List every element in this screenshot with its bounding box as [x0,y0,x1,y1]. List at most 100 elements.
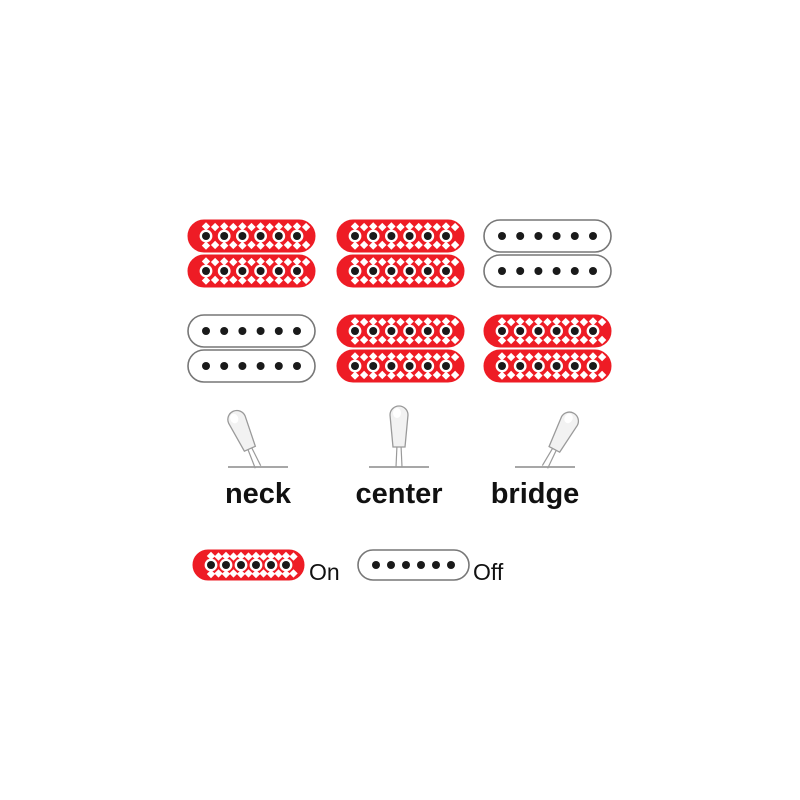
pole-piece [252,561,260,569]
coil-body [336,349,465,383]
diamond-mark [441,241,451,250]
lever-handle [227,409,262,469]
pole-piece [274,267,283,275]
lever-handle [541,411,580,469]
diamond-mark [229,240,238,250]
switch-lever-center [369,405,429,468]
diamond-mark [265,222,274,232]
diamond-mark [220,222,229,231]
diamond-mark [396,275,405,285]
diamond-mark [359,317,369,327]
diamond-mark [597,352,607,362]
pole-piece [552,362,561,370]
coil-body [483,254,612,288]
pole-piece [387,362,396,370]
diamond-mark [432,317,442,327]
diamond-mark [423,241,432,250]
diamond-mark [414,222,423,232]
diamond-mark [450,257,460,267]
diamond-mark [359,370,369,380]
diamond-mark [236,551,246,561]
diamond-mark [210,240,220,250]
coil-body [483,349,612,383]
diamond-mark [387,241,396,250]
diamond-mark [450,352,460,362]
diamond-mark [561,352,570,362]
diamond-mark [247,275,256,285]
pole-piece [282,561,290,569]
diamond-mark [274,222,283,231]
diamond-mark [301,275,311,285]
diamond-mark [543,370,552,380]
diamond-mark [387,317,396,326]
diamond-mark [387,371,396,380]
diamond-mark [506,370,516,380]
pole-piece [267,561,275,569]
pole-piece [432,561,440,569]
coil-bottom-b-neck [187,349,316,383]
diamond-mark [359,257,369,267]
diamond-mark [387,352,396,361]
diamond-mark [588,317,598,326]
diamond-mark [497,371,507,380]
pole-piece [274,327,283,335]
diamond-mark [579,370,589,380]
diamond-mark [359,335,369,345]
diamond-mark [516,336,525,345]
diamond-mark [256,241,265,250]
pole-piece [369,362,378,370]
coil-top-a-center [336,219,465,253]
diamond-mark [597,317,607,327]
diamond-mark [238,222,247,231]
diamond-mark [552,317,561,326]
lever-highlight [230,413,239,424]
position-label-bridge: bridge [491,478,580,510]
diamond-mark [210,275,220,285]
lever-handle [389,405,409,468]
pole-piece [589,362,597,370]
diamond-mark [206,551,216,561]
pole-piece [293,362,301,370]
pole-piece [207,561,215,569]
pole-piece [369,327,378,335]
switch-levers [227,405,580,469]
pole-piece [387,561,395,569]
pole-piece [534,362,543,370]
diamond-mark [369,222,378,231]
coil-body [336,254,465,288]
pole-piece [447,561,455,569]
diamond-mark [414,317,423,327]
diamond-mark [525,335,534,345]
diamond-mark [441,222,451,231]
diamond-mark [432,370,442,380]
diamond-mark [210,222,220,232]
pole-piece [202,327,210,335]
diamond-mark [274,257,283,266]
diamond-mark [396,317,405,327]
diamond-mark [534,352,543,361]
pole-piece [570,327,579,335]
diamond-mark [292,257,302,266]
diamond-mark [350,241,360,250]
pole-piece [387,267,396,275]
pole-piece [534,232,543,240]
diamond-mark [281,569,291,579]
diamond-mark [516,352,525,361]
diamond-mark [259,569,268,578]
pole-piece [238,232,247,240]
pole-piece [274,362,283,370]
pole-piece [423,327,432,335]
diamond-mark [238,241,247,250]
diamond-mark [516,371,525,380]
legend-off-label: Off [473,559,504,585]
pole-piece [423,267,432,275]
diamond-mark [229,222,238,232]
lever-shaft [400,444,403,468]
diamond-mark [359,222,369,232]
diamond-mark [423,257,432,266]
diamond-mark [247,222,256,232]
pole-piece [534,327,543,335]
diamond-mark [301,257,311,267]
legend-on-label: On [309,559,340,585]
